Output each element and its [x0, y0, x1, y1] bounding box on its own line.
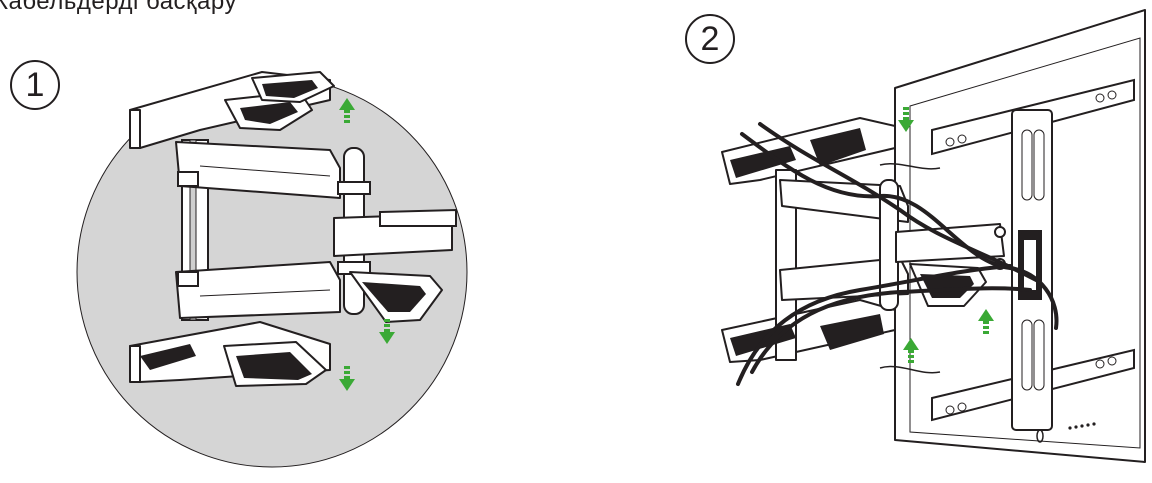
- figure-2-tv-mount: [721, 9, 1146, 463]
- step-number-1: 1: [10, 60, 60, 110]
- figure-1-detail: [76, 71, 468, 468]
- step-number-2: 2: [685, 14, 735, 64]
- page-title: Кабельдерді басқару: [0, 0, 237, 15]
